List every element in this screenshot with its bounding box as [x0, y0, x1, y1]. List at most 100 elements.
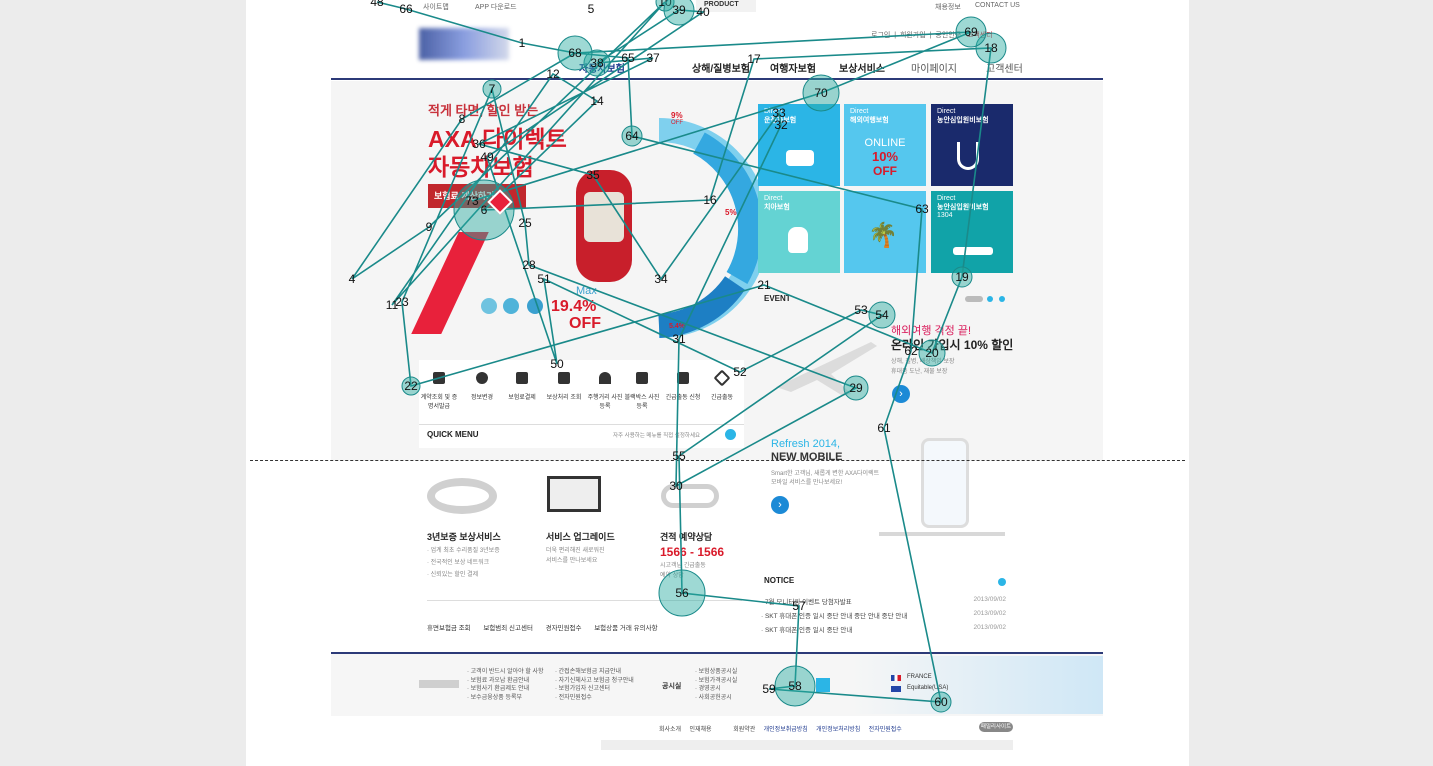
qm-item-5[interactable]: 블랙박스 사진등록: [622, 372, 662, 410]
cert-link[interactable]: 공인인증: [935, 32, 962, 39]
family-site-button[interactable]: 패밀리사이트: [979, 722, 1013, 732]
footer-country1[interactable]: FRANCE: [907, 674, 932, 680]
footer-col2-0[interactable]: · 간접손해보험금 지급안내: [555, 669, 622, 675]
top-link-app[interactable]: APP 다운로드: [475, 4, 517, 11]
link-complaint[interactable]: 경자민원접수: [545, 625, 582, 632]
nav-mypage[interactable]: 마이페이지: [911, 64, 957, 75]
tile-hospital2-sub: 1304: [937, 212, 953, 219]
car-icon: [786, 150, 814, 166]
fixation-label: 52: [733, 365, 747, 379]
link-fraud[interactable]: 보험범죄 신고센터: [483, 625, 533, 632]
notice-more-icon[interactable]: [998, 578, 1006, 586]
link-dormant[interactable]: 휴면보험금 조회: [427, 625, 471, 632]
fixation-label: 40: [696, 5, 710, 19]
nav-travel[interactable]: 여행자보험: [770, 64, 816, 75]
slider-dot-active[interactable]: [965, 296, 983, 302]
product-tab[interactable]: PRODUCT: [696, 0, 756, 12]
top-link-sitemap[interactable]: 사이트맵: [423, 4, 449, 11]
svc2-title[interactable]: 서비스 업그레이드: [546, 532, 615, 542]
tile-island[interactable]: 🌴: [844, 191, 926, 273]
footer-link-2[interactable]: 회원약관: [733, 727, 756, 733]
tile-dental-name: 치아보험: [764, 204, 790, 211]
fixation-label: 57: [792, 599, 806, 613]
fixation-label: 36: [472, 137, 486, 151]
nav-injury[interactable]: 상해/질병보험: [692, 64, 750, 75]
qm-label-6: 긴급출동 신청: [665, 395, 701, 401]
footer-col3-0[interactable]: · 보험상품공시실: [695, 669, 738, 675]
footer-col2-1[interactable]: · 자기신체사고 보험금 청구안내: [555, 677, 634, 684]
tile-travel-promo3: OFF: [873, 164, 897, 178]
event-next-icon[interactable]: ›: [892, 385, 910, 403]
footer-link-0[interactable]: 회사소개: [659, 727, 682, 733]
fixation-label: 7: [489, 82, 496, 96]
nav-auto[interactable]: 자동차보험: [579, 60, 625, 75]
service-3year-icon: [427, 478, 497, 514]
feature-icon-2[interactable]: [503, 298, 519, 314]
qm-item-6[interactable]: 긴급출동 신청: [663, 372, 703, 401]
svc2-desc1: 더욱 편리해진 새로워진: [546, 548, 605, 554]
slider-dot-2[interactable]: [987, 296, 993, 302]
feature-icon-1[interactable]: [481, 298, 497, 314]
quick-menu-gear-icon[interactable]: [725, 429, 736, 440]
footer-col2-2[interactable]: · 보험가입자 신고센터: [555, 686, 611, 692]
svc3-title[interactable]: 견적 예약상담: [660, 532, 713, 542]
slider-dot-3[interactable]: [999, 296, 1005, 302]
footer-link-1[interactable]: 인재채용: [689, 727, 712, 733]
phone-image: [921, 438, 969, 528]
footer-col2-3[interactable]: · 전자민원접수: [555, 694, 592, 701]
fixation-label: 60: [934, 695, 948, 709]
fixation-label: 18: [984, 41, 998, 55]
footer-link-5[interactable]: 전자민원접수: [868, 727, 902, 733]
footer-col1-1[interactable]: · 보험료 과오납 환급안내: [467, 677, 530, 684]
tile-travel[interactable]: Direct 해외여행보험 ONLINE 10% OFF: [844, 104, 926, 186]
qm-item-4[interactable]: 주행거리 사진등록: [585, 372, 625, 410]
fixation-label: 55: [672, 449, 686, 463]
hero-cta-label: 보험료 계산하기: [434, 191, 494, 201]
tile-driver-small: Direct: [764, 108, 783, 115]
callcenter-link[interactable]: 고객센터: [967, 32, 993, 39]
qm-item-7[interactable]: 긴급출동: [702, 369, 742, 401]
nav-claims[interactable]: 보상서비스: [839, 64, 885, 75]
footer-col3-3[interactable]: · 사회공헌공시: [695, 694, 732, 701]
footer-col1-0[interactable]: · 고객이 반드시 알아야 할 사항: [467, 669, 544, 675]
axa-logo[interactable]: [419, 28, 509, 60]
tile-dental[interactable]: Direct 치아보험: [758, 191, 840, 273]
fixation-circle: [843, 375, 869, 401]
top-link-contact[interactable]: CONTACT US: [975, 2, 1020, 9]
qm-item-3[interactable]: 보상처리 조회: [544, 372, 584, 401]
tile-hospital-1304[interactable]: Direct 농안심입원비보험 1304: [931, 191, 1013, 273]
tile-hospital[interactable]: Direct 농안심입원비보험: [931, 104, 1013, 186]
top-link-recruit[interactable]: 채용정보: [935, 4, 961, 11]
qm-item-1[interactable]: 정보변경: [462, 372, 502, 401]
footer-link-3[interactable]: 개인정보취급방침: [763, 727, 808, 733]
fixation-label: 1: [519, 36, 526, 50]
fixation-label: 64: [625, 129, 639, 143]
tile-dental-small: Direct: [764, 195, 783, 202]
footer-sns-icon[interactable]: [816, 678, 830, 692]
fixation-circle: [774, 665, 816, 707]
mobile-next-icon[interactable]: ›: [771, 496, 789, 514]
footer-link-4[interactable]: 개인정보처리방침: [816, 727, 861, 733]
bottom-links: 휴면보험금 조회 보험범죄 신고센터 경자민원접수 보험상품 거래 유의사항: [427, 622, 658, 632]
footer-links: 회사소개 인재채용 회원약관 개인정보취급방침 개인정보처리방침 전자민원접수: [659, 724, 902, 733]
link-caution[interactable]: 보험상품 거래 유의사항: [594, 625, 658, 632]
fixation-label: 11: [386, 298, 399, 312]
fixation-circle: [401, 376, 421, 396]
camera-icon: [636, 372, 648, 384]
pct-low: 5.4%: [669, 323, 685, 330]
svc1-title[interactable]: 3년보증 보상서비스: [427, 532, 501, 542]
footer-country2[interactable]: Equitable(USA): [907, 685, 949, 691]
footer-col3-1[interactable]: · 보험가격공시실: [695, 677, 738, 684]
qm-item-2[interactable]: 보험료결제: [502, 372, 542, 401]
login-link[interactable]: 로그인: [871, 32, 891, 39]
footer-topline: [331, 652, 1103, 654]
fixation-label: 21: [757, 278, 771, 292]
footer-col1-2[interactable]: · 보험사기 환급제도 안내: [467, 686, 530, 692]
footer-col3-2[interactable]: · 경영공시: [695, 686, 721, 692]
nav-customer[interactable]: 고객센터: [986, 64, 1023, 75]
footer-col1-3[interactable]: · 보수금융상품 등록부: [467, 694, 523, 701]
fixation-label: 5: [588, 2, 595, 16]
